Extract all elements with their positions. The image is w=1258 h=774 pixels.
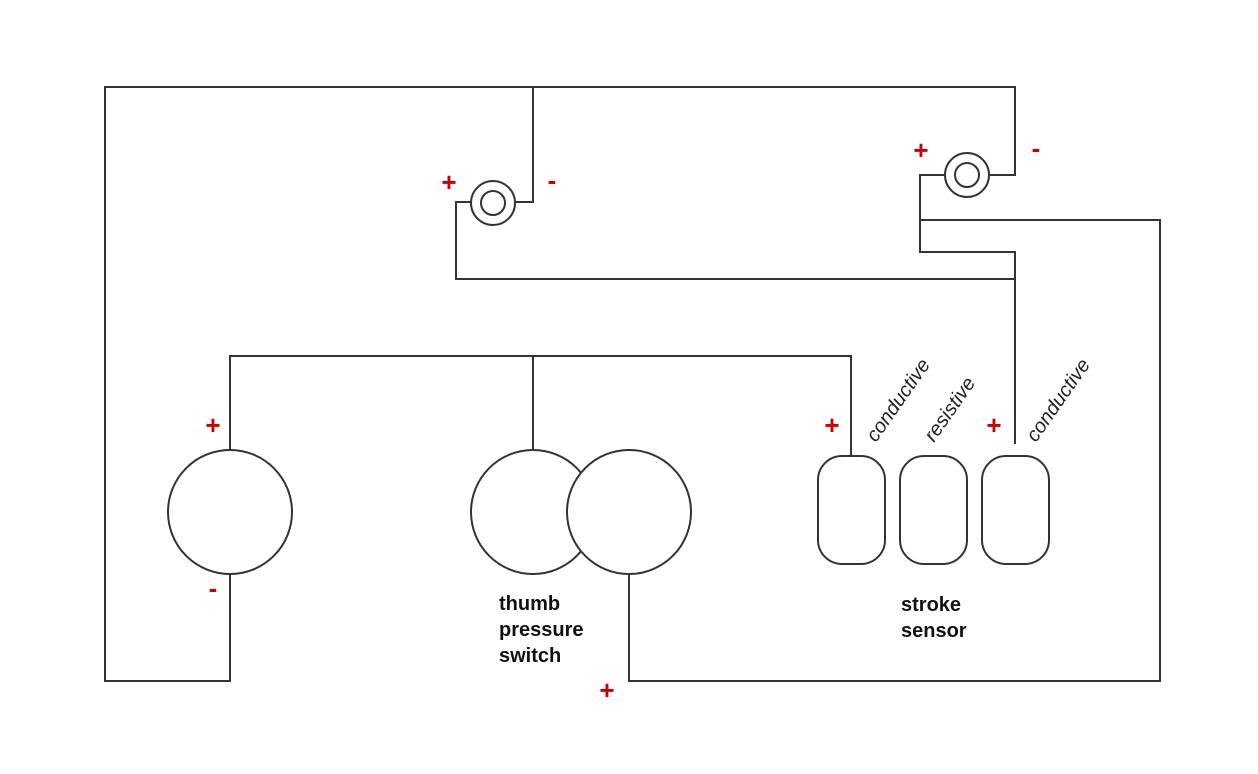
sensor-left-plus-label: +: [824, 410, 839, 440]
sensor-label-line-2: sensor: [901, 620, 967, 642]
lamp-left: [470, 180, 516, 226]
lamp-left-minus-label: -: [548, 165, 557, 195]
polarity-markers: + - + - + - + + +: [205, 133, 1040, 705]
pad-conductive-1: [817, 455, 886, 565]
pad-label-resistive: resistive: [920, 373, 980, 446]
switch-circle-right-icon: [566, 449, 692, 575]
wire-top-bus: [229, 355, 852, 456]
thumb-pressure-switch-label: thumb pressure switch: [499, 593, 589, 667]
lamp-left-plus-label: +: [441, 167, 456, 197]
pad-resistive: [899, 455, 968, 565]
lamp-right-minus-label: -: [1032, 133, 1041, 163]
pad-conductive-2: [981, 455, 1050, 565]
pad-label-conductive-2: conductive: [1022, 355, 1095, 446]
wire-lamp-left-minus: [515, 87, 534, 203]
stroke-sensor-label: stroke sensor: [901, 594, 967, 642]
wire-lamp-right-plus: [919, 174, 1016, 444]
stroke-sensor-pads: [817, 455, 1050, 565]
sensor-label-line-1: stroke: [901, 594, 961, 616]
lamp-left-inner-icon: [480, 190, 506, 216]
battery-circle-icon: [167, 449, 293, 575]
lamp-right-inner-icon: [954, 162, 980, 188]
lamp-right: [944, 152, 990, 198]
pad-labels: conductive resistive conductive: [862, 355, 1095, 446]
wires: [104, 86, 1161, 682]
lamp-right-plus-label: +: [913, 135, 928, 165]
battery-plus-label: +: [205, 410, 220, 440]
battery-minus-label: -: [209, 573, 218, 603]
switch-label-line-1: thumb: [499, 593, 560, 615]
switch-plus-label: +: [599, 675, 614, 705]
switch-label-line-3: switch: [499, 645, 561, 667]
switch-label-line-2: pressure: [499, 619, 584, 641]
wire-lamp-left-plus: [455, 201, 1015, 280]
wire-sensor-return: [628, 219, 1161, 682]
thumb-pressure-switch: [470, 449, 692, 575]
sensor-right-plus-label: +: [986, 410, 1001, 440]
wire-outer-loop: [104, 86, 1016, 682]
